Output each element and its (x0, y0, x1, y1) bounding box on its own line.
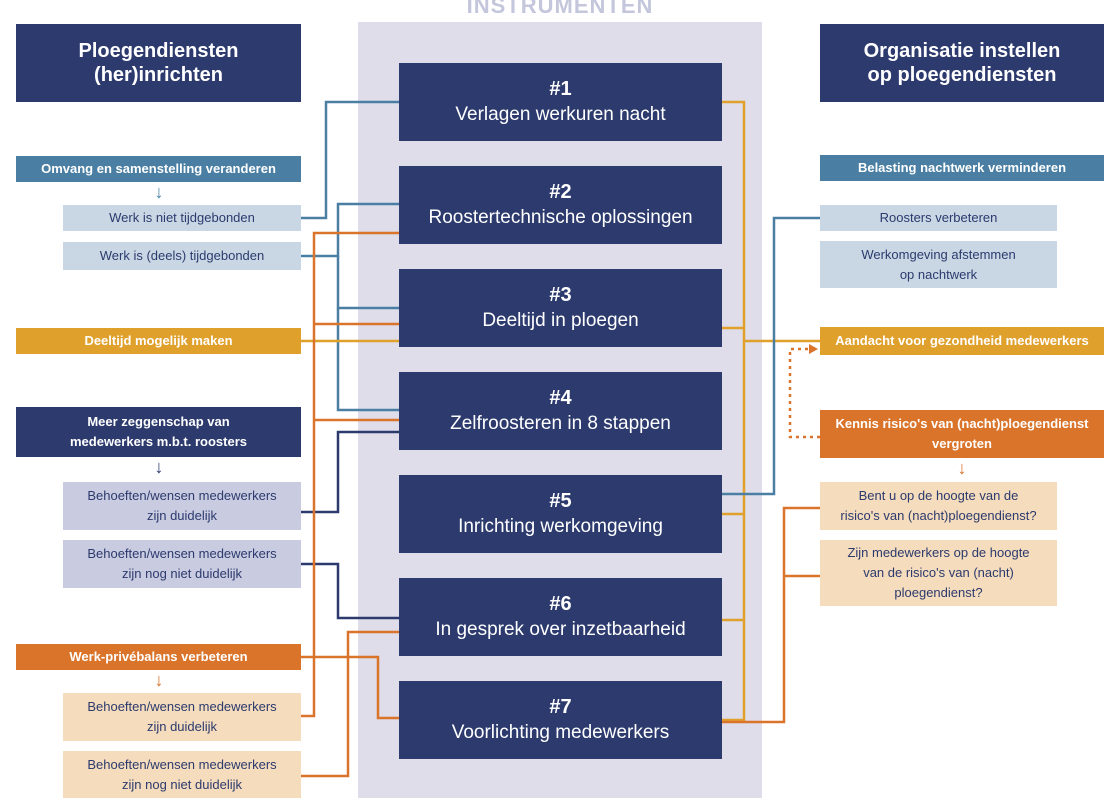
instrument-title: Voorlichting medewerkers (451, 722, 670, 743)
hoogte-box: Bent u op de hoogte van de risico's van (… (820, 482, 1057, 530)
instrument-num: #5 (549, 490, 572, 512)
w-niet-duidelijk-box: Behoeften/wensen medewerkers zijn nog nie… (63, 751, 301, 798)
instrument-3: #3 Deeltijd in ploegen (399, 269, 722, 347)
kennis-line1: Kennis risico's van (nacht)ploegendienst (835, 416, 1089, 431)
z-niet-duidelijk-line2: zijn nog niet duidelijk (122, 566, 242, 581)
instruments-title: INSTRUMENTEN (466, 0, 654, 18)
line-deels-to-3 (336, 256, 399, 310)
instrument-1: #1 Verlagen werkuren nacht (399, 63, 722, 141)
instrument-title: Deeltijd in ploegen (482, 310, 639, 331)
left-header: Ploegendiensten(her)inrichten (16, 24, 301, 102)
werkomgeving-line2: op nachtwerk (899, 266, 978, 282)
line-niet-tijdgebonden (300, 100, 399, 220)
instrument-2: #2 Roostertechnische oplossingen (399, 166, 722, 244)
instrument-title: In gesprek over inzetbaarheid (435, 619, 686, 640)
instrument-title: Inrichting werkomgeving (458, 516, 663, 537)
w-niet-duidelijk-line2: zijn nog niet duidelijk (122, 776, 242, 792)
werkomgeving-line1: Werkomgeving afstemmen (861, 246, 1016, 262)
instrument-num: #6 (549, 593, 572, 615)
line-w-niet-duidelijk (300, 630, 399, 778)
niet-tijdgebonden-box: Werk is niet tijdgebonden (63, 205, 301, 231)
medewerkers-hoogte-line1: Zijn medewerkers op de hoogte (847, 545, 1030, 560)
line-z-duidelijk (300, 430, 399, 514)
medewerkers-hoogte-line3: ploegendienst? (894, 585, 983, 600)
omvang-bar: Omvang en samenstelling veranderen (16, 156, 301, 182)
instrument-title: Verlagen werkuren nacht (455, 104, 666, 125)
werkprive-bar: Werk-privébalans verbeteren (16, 644, 301, 670)
line-dotted-kennis (788, 347, 820, 439)
line-roosters (722, 216, 820, 496)
down-arrow-icon: ↓ (154, 457, 164, 477)
zeggenschap-line1: Meer zeggenschap van (87, 414, 230, 429)
kennis-line2: vergroten (932, 436, 992, 451)
z-duidelijk-line1: Behoeften/wensen medewerkers (87, 488, 277, 503)
dotted-arrowhead-icon (809, 344, 818, 354)
line-deels-tijdgebonden (300, 202, 399, 258)
w-duidelijk-line2: zijn duidelijk (146, 719, 218, 734)
z-niet-duidelijk-box: Behoeften/wensen medewerkers zijn nog nie… (63, 540, 301, 588)
instrument-num: #4 (549, 387, 572, 409)
line-werkprive (300, 655, 399, 720)
hoogte-line1: Bent u op de hoogte van de (858, 488, 1019, 503)
instrument-num: #1 (549, 78, 572, 100)
down-arrow-icon: ↓ (154, 182, 164, 202)
instrument-num: #7 (549, 696, 572, 718)
line-right-gold (722, 100, 746, 722)
kennis-bar: Kennis risico's van (nacht)ploegendienst… (820, 410, 1104, 458)
w-niet-duidelijk-line1: Behoeften/wensen medewerkers (87, 756, 277, 772)
zeggenschap-bar: Meer zeggenschap van medewerkers m.b.t. r… (16, 407, 301, 457)
instrument-title: Zelfroosteren in 8 stappen (450, 413, 671, 434)
down-arrow-icon: ↓ (154, 670, 164, 690)
roosters-box: Roosters verbeteren (820, 205, 1057, 231)
zeggenschap-line2: medewerkers m.b.t. roosters (69, 434, 248, 449)
instrument-num: #2 (549, 181, 572, 203)
aandacht-bar: Aandacht voor gezondheid medewerkers (820, 327, 1104, 355)
deeltijd-bar: Deeltijd mogelijk maken (16, 328, 301, 354)
medewerkers-hoogte-line2: van de risico's van (nacht) (863, 565, 1014, 580)
z-niet-duidelijk-line1: Behoeften/wensen medewerkers (87, 546, 277, 561)
w-duidelijk-box: Behoeften/wensen medewerkers zijn duideli… (63, 693, 301, 741)
line-w-duidelijk (300, 231, 399, 718)
medewerkers-hoogte-box: Zijn medewerkers op de hoogte van de risi… (820, 540, 1057, 606)
left-header-line2: (her)inrichten (94, 64, 223, 86)
deels-tijdgebonden-box: Werk is (deels) tijdgebonden (63, 242, 301, 270)
instrument-4: #4 Zelfroosteren in 8 stappen (399, 372, 722, 450)
z-duidelijk-line2: zijn duidelijk (146, 508, 218, 523)
belasting-bar: Belasting nachtwerk verminderen (820, 155, 1104, 181)
instrument-num: #3 (549, 284, 572, 306)
instrument-6: #6 In gesprek over inzetbaarheid (399, 578, 722, 656)
instrument-7: #7 Voorlichting medewerkers (399, 681, 722, 759)
werkomgeving-box: Werkomgeving afstemmen op nachtwerk (820, 241, 1057, 288)
instrument-5: #5 Inrichting werkomgeving (399, 475, 722, 553)
right-header-line1: Organisatie instellen (863, 40, 1061, 62)
down-arrow-icon: ↓ (957, 458, 967, 478)
instrument-title: Roostertechnische oplossingen (428, 207, 693, 228)
hoogte-line2: risico's van (nacht)ploegendienst? (840, 508, 1037, 523)
line-z-niet-duidelijk (300, 562, 399, 620)
left-header-line1: Ploegendiensten (78, 40, 239, 62)
right-header-line2: op ploegendiensten (867, 64, 1057, 86)
line-hoogte (722, 506, 820, 724)
w-duidelijk-line1: Behoeften/wensen medewerkers (87, 699, 277, 714)
z-duidelijk-box: Behoeften/wensen medewerkers zijn duideli… (63, 482, 301, 530)
